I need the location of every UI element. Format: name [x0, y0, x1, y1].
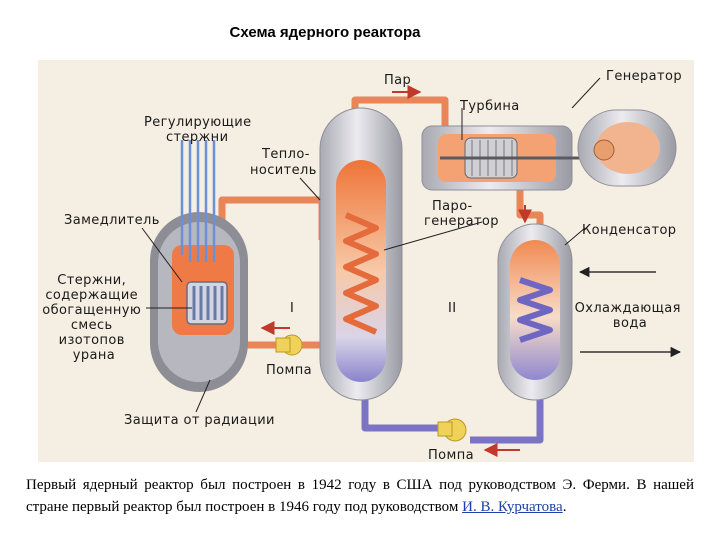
caption-end: . — [562, 499, 567, 515]
label-fuel-rods: Стержни, содержащие обогащенную смесь из… — [42, 273, 146, 363]
pump-secondary — [437, 418, 467, 442]
label-circuit-1: I — [290, 301, 294, 316]
turbine — [421, 125, 600, 191]
label-cooling-water: Охлаждающая вода — [575, 301, 686, 331]
label-pump-primary: Помпа — [266, 363, 312, 378]
secondary-feed-pipe — [361, 390, 438, 432]
steam-generator — [319, 107, 403, 401]
control-rods — [180, 140, 216, 262]
kurchatov-link[interactable]: И. В. Курчатова — [462, 499, 563, 515]
caption-text: Первый ядерный реактор был построен в 19… — [26, 477, 694, 515]
label-circuit-2: II — [448, 301, 456, 316]
label-pump-secondary: Помпа — [428, 448, 474, 463]
page-title: Схема ядерного реактора — [229, 24, 421, 41]
generator — [577, 109, 677, 187]
label-condenser: Конденсатор — [582, 223, 676, 238]
label-steam: Пар — [384, 73, 411, 88]
label-turbine: Турбина — [459, 99, 520, 114]
secondary-return-pipe — [470, 392, 544, 444]
condenser — [497, 223, 573, 401]
reactor — [150, 212, 248, 392]
pump-primary — [275, 334, 303, 356]
caption: Первый ядерный реактор был построен в 19… — [26, 474, 694, 518]
label-coolant: Тепло- носитель — [250, 147, 317, 178]
label-steam-generator: Паро- генератор — [424, 199, 499, 229]
heat-exchanger-coil — [343, 212, 379, 335]
condenser-coil — [517, 277, 553, 343]
label-moderator: Замедлитель — [64, 213, 160, 228]
label-radiation-shield: Защита от радиации — [124, 413, 275, 428]
reactor-diagram: Пар Генератор Турбина Регулирующие стерж… — [38, 60, 694, 463]
label-control-rods: Регулирующие стержни — [144, 115, 256, 145]
leader-lines — [141, 77, 601, 413]
label-generator: Генератор — [606, 69, 682, 84]
fuel-rods — [192, 286, 224, 320]
